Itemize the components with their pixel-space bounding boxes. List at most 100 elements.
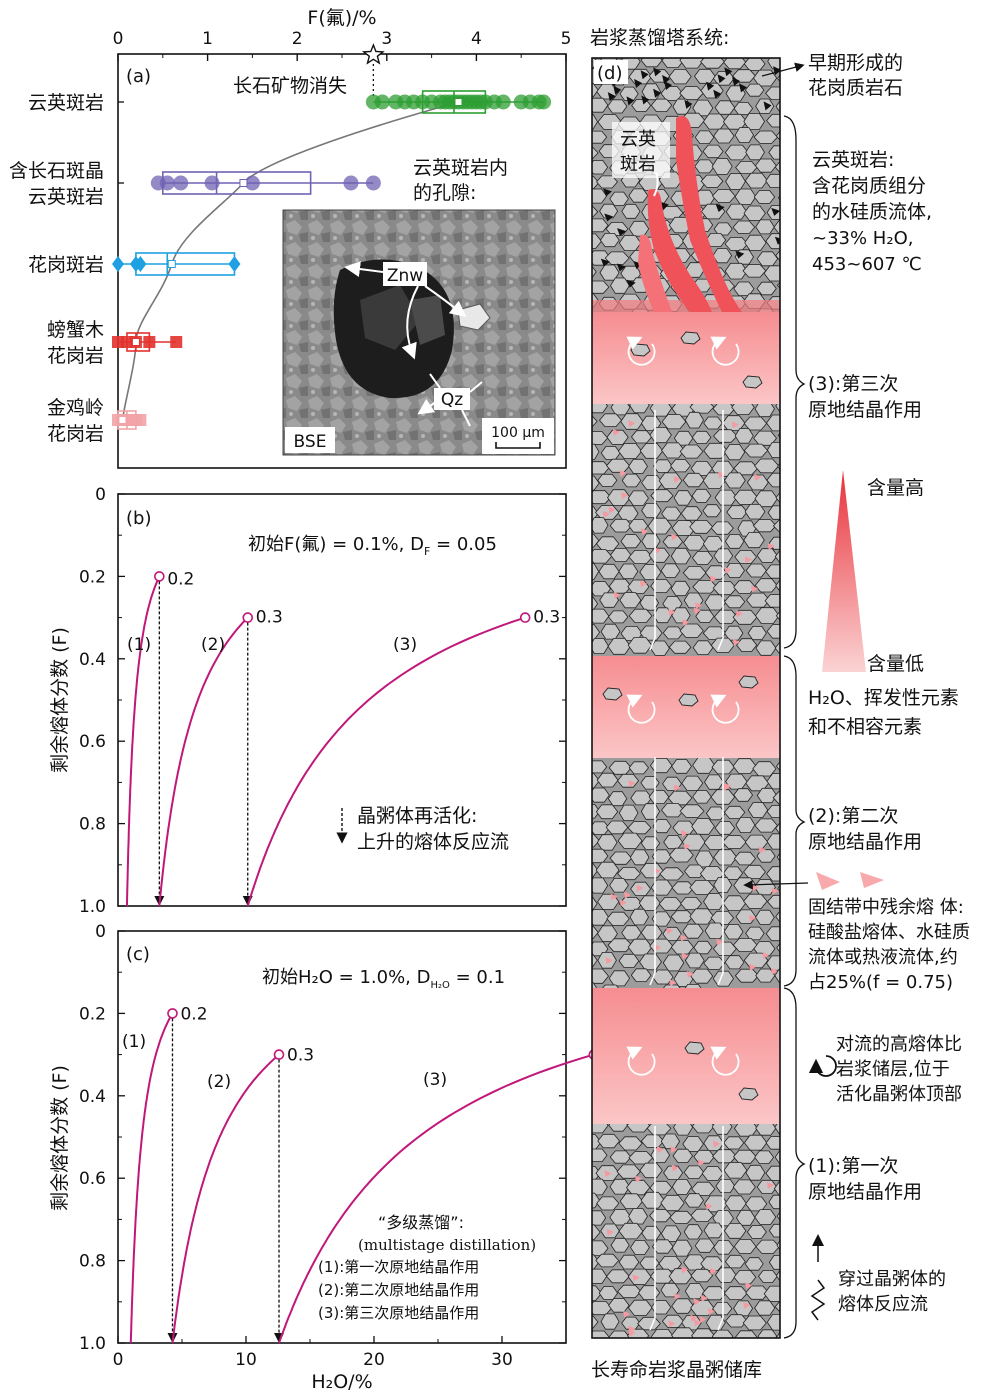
interstitial-melt xyxy=(671,1164,679,1172)
interstitial-void xyxy=(771,207,780,216)
panel-d: 岩浆蒸馏塔系统: (d) 云英 斑岩 长寿命岩浆晶粥储库 早期形成的 花岗质岩石 xyxy=(590,27,970,1381)
interstitial-melt xyxy=(771,887,779,895)
convection-swirl xyxy=(710,336,740,366)
crystal-grain xyxy=(775,130,780,141)
crystal-grain xyxy=(663,835,683,850)
early-granite-interstice xyxy=(664,80,673,90)
floating-crystal xyxy=(678,693,699,707)
crystal-grain xyxy=(732,220,756,234)
interstitial-void xyxy=(600,258,610,267)
fractionation-curve xyxy=(126,575,161,906)
interstitial-melt xyxy=(602,510,610,518)
crystal-grain xyxy=(778,194,780,201)
stage1-label: 原地结晶作用 xyxy=(808,1181,922,1203)
crystal-grain xyxy=(766,113,780,128)
crystal-grain xyxy=(754,1150,775,1164)
interstitial-melt xyxy=(724,782,732,790)
flow-zigzag-icon xyxy=(810,1279,826,1321)
distillation-legend: “多级蒸馏”: (multistage distillation) (1):第一… xyxy=(318,1213,536,1322)
fractionation-curve xyxy=(278,1053,595,1344)
crystal-grain xyxy=(694,850,714,868)
crystal-grain xyxy=(592,415,598,428)
crystal-grain xyxy=(705,232,727,248)
crystal-grain xyxy=(668,69,692,85)
convection-label: 对流的高熔体比 xyxy=(836,1034,962,1055)
interstitial-melt xyxy=(668,608,676,616)
crystal-grain xyxy=(592,595,599,613)
interstitial-melt xyxy=(693,607,701,615)
crystal-grain xyxy=(744,1257,764,1271)
crystal-grain xyxy=(592,176,600,190)
fractionation-curve xyxy=(129,1012,174,1344)
crystal-grain xyxy=(631,99,652,112)
curve-end-marker xyxy=(167,1008,178,1019)
crystal-grain xyxy=(775,1269,780,1282)
panel-d-frame xyxy=(591,57,781,1339)
crystal-grain xyxy=(689,880,715,895)
crystal-grain xyxy=(691,551,714,565)
crystal-grain xyxy=(724,563,745,578)
melt-layer-2 xyxy=(592,656,780,758)
crystal-grain xyxy=(763,265,780,282)
panel-b-y-label: 剩余熔体分数 (F) xyxy=(49,627,71,773)
crystal-grain xyxy=(662,626,684,640)
y-tick-label: 0.4 xyxy=(79,1087,106,1107)
crystal-grain xyxy=(690,968,714,984)
interstitial-melt xyxy=(628,780,636,788)
interstitial-melt xyxy=(743,1301,751,1309)
crystal-grain xyxy=(650,640,670,656)
crystal-grain xyxy=(692,790,712,804)
row-label: 云英斑岩 xyxy=(28,92,104,114)
crystal-grain xyxy=(744,503,766,520)
crystal-grain xyxy=(592,1210,607,1226)
interstitial-melt xyxy=(681,1266,689,1274)
interstitial-melt xyxy=(770,967,778,975)
crystal-grain xyxy=(662,535,684,549)
crystal-grain xyxy=(711,158,733,175)
crystal-grain xyxy=(618,804,639,822)
data-point xyxy=(365,175,381,191)
crystal-grain xyxy=(592,877,609,894)
crystal-grain xyxy=(703,956,726,970)
early-granite-label: 花岗质岩石 xyxy=(808,77,903,99)
interstitial-melt xyxy=(700,1294,708,1302)
interstitial-melt xyxy=(732,638,740,646)
crystal-grain xyxy=(684,411,704,429)
crystal-grain xyxy=(775,100,780,113)
box-iqr xyxy=(135,252,236,276)
crystal-grain xyxy=(670,547,692,565)
crystal-grain xyxy=(775,1331,780,1338)
inset-caption-line: 云英斑岩内 xyxy=(413,157,508,179)
crystal-grain xyxy=(765,86,780,100)
interstitial-melt xyxy=(697,1159,705,1167)
crystal-grain xyxy=(679,804,705,818)
interstitial-void xyxy=(603,188,613,197)
box-2 xyxy=(112,252,241,276)
fractionation-curve xyxy=(171,1053,280,1344)
interstitial-melt xyxy=(766,1181,774,1189)
curve-end-label: 0.2 xyxy=(167,569,194,589)
interstitial-melt xyxy=(634,1175,642,1183)
panel-d-title: 岩浆蒸馏塔系统: xyxy=(590,27,729,49)
box-1 xyxy=(150,171,381,195)
dyke-label: 斑岩 xyxy=(620,154,656,175)
crystal-grain xyxy=(746,474,769,491)
interstitial-melt xyxy=(608,506,616,514)
crystal-grain xyxy=(775,610,780,621)
crystal-grain xyxy=(702,144,724,159)
flow-label: 穿过晶粥体的 xyxy=(838,1269,946,1290)
crystal-grain xyxy=(609,548,632,562)
feldspar-star-marker xyxy=(361,43,385,65)
crystal-grain xyxy=(723,1223,747,1239)
early-granite-interstice xyxy=(626,96,635,106)
panel-b: (b) 初始F(氟) = 0.1%, DF = 0.05 00.20.40.60… xyxy=(49,485,567,917)
znw-arrow xyxy=(424,285,467,317)
crystal-grain xyxy=(621,203,641,219)
elements-label: 和不相容元素 xyxy=(808,716,922,738)
y-tick-label: 0.2 xyxy=(79,1004,106,1024)
box-iqr xyxy=(126,332,151,352)
crystal-grain xyxy=(736,638,758,652)
crystal-grain xyxy=(747,802,769,818)
